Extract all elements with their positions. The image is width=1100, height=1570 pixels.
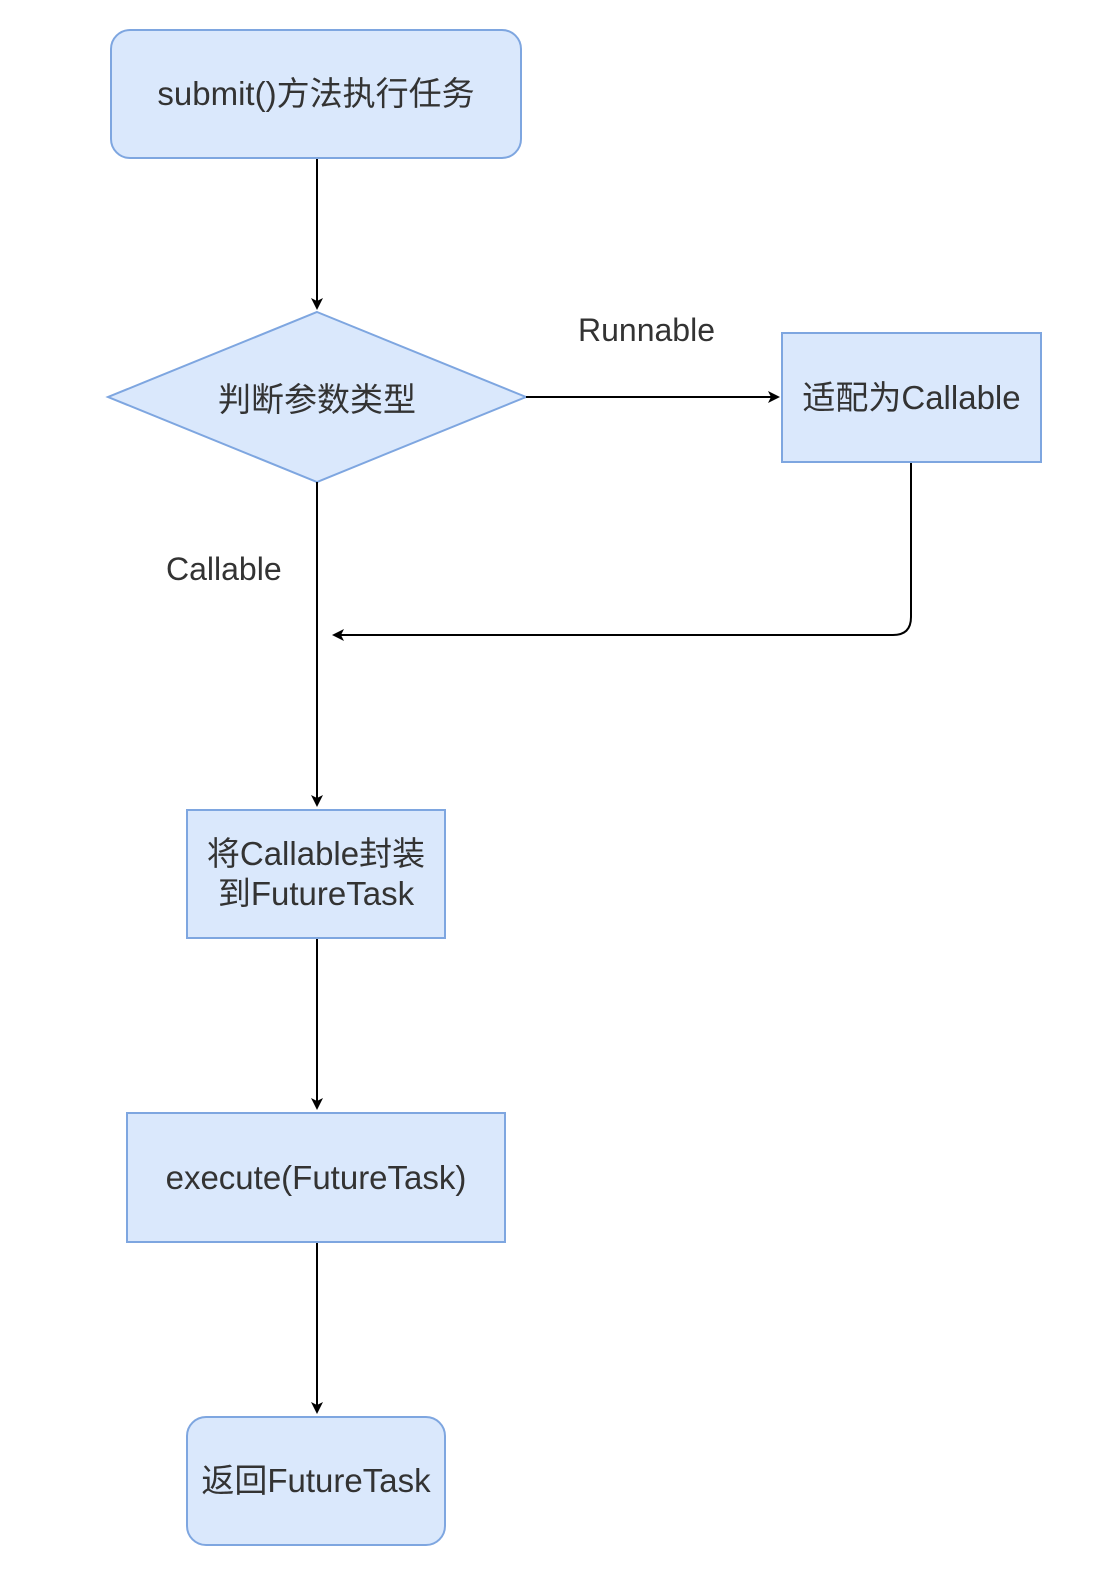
node-adapt: 适配为Callable [781,332,1042,463]
node-wrap-text: 将Callable封装 到FutureTask [207,834,425,914]
node-judge-label-wrap: 判断参数类型 [108,312,526,482]
node-execute-label: execute(FutureTask) [165,1158,467,1196]
node-return: 返回FutureTask [186,1416,446,1546]
node-wrap-line1: 将Callable封装 [206,835,426,872]
node-submit-label: submit()方法执行任务 [157,75,475,112]
node-execute: execute(FutureTask) [126,1112,506,1243]
node-submit: submit()方法执行任务 [110,29,522,159]
node-wrap-line2: 到FutureTask [217,875,415,912]
node-wrap: 将Callable封装 到FutureTask [186,809,446,939]
edge-adapt-to-mainline [332,463,912,641]
node-return-label: 返回FutureTask [201,1462,431,1499]
edge-label-runnable: Runnable [578,312,715,349]
edge-label-callable: Callable [166,551,282,588]
node-judge-label: 判断参数类型 [218,381,416,418]
node-adapt-label: 适配为Callable [802,378,1021,416]
